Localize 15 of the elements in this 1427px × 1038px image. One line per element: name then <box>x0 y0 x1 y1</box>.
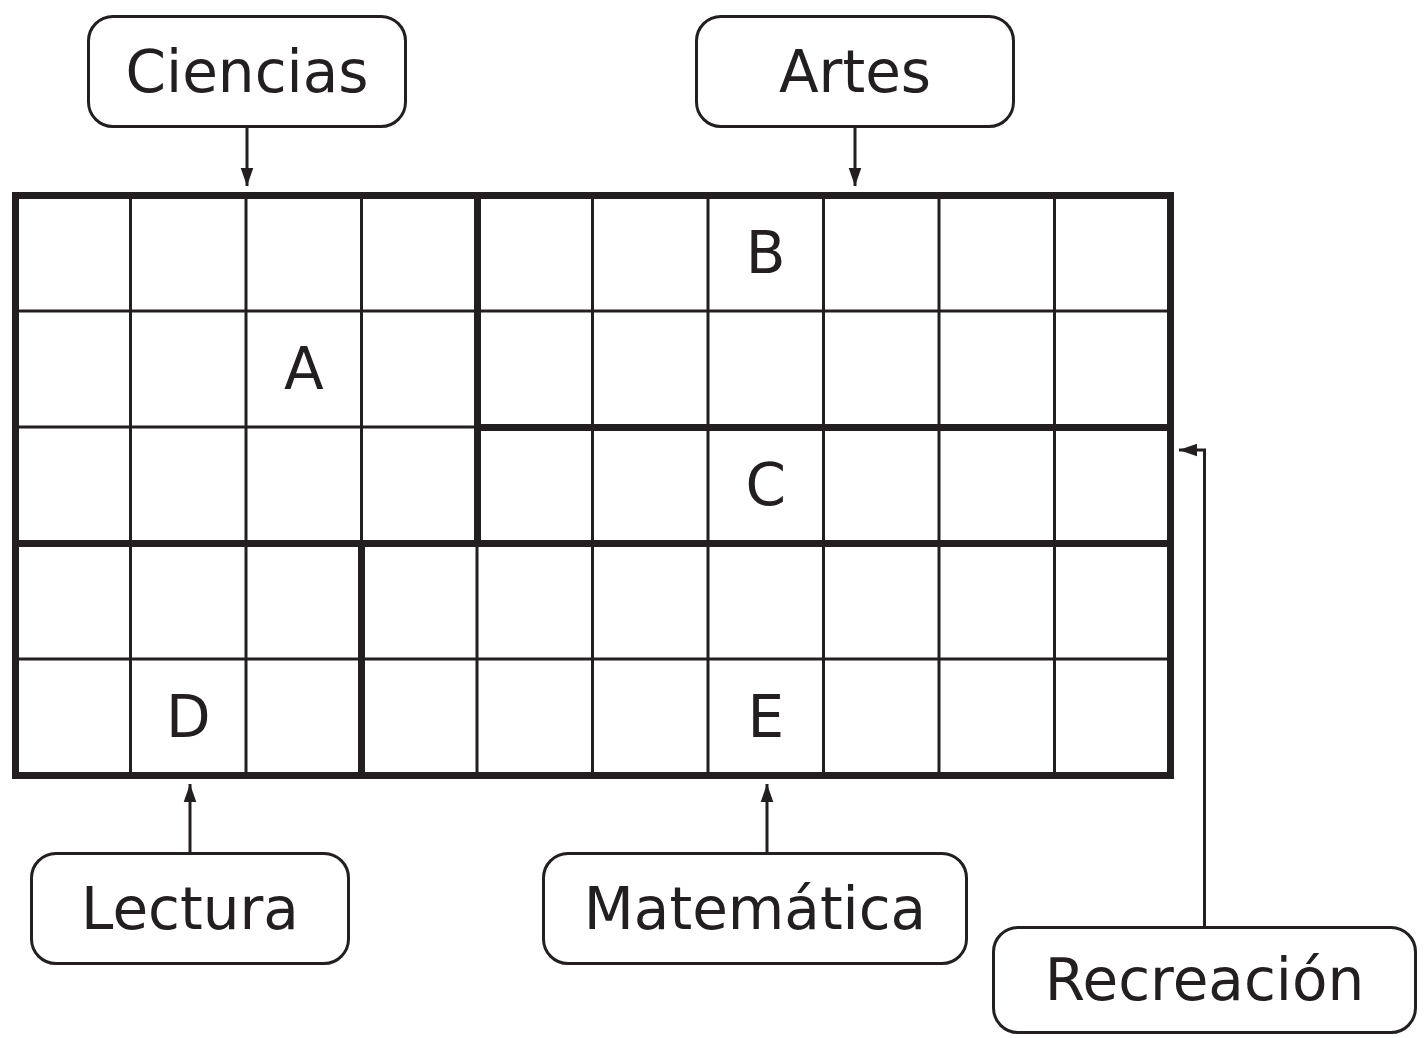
category-label: Recreación <box>992 926 1417 1034</box>
category-label: Lectura <box>30 852 350 965</box>
arrow <box>183 784 197 852</box>
arrow <box>848 128 862 186</box>
arrow <box>1179 443 1206 926</box>
category-label: Matemática <box>542 852 968 965</box>
region-letter: B <box>745 224 786 282</box>
region-letter: A <box>283 340 324 398</box>
category-label: Artes <box>695 15 1015 128</box>
region-letter: C <box>745 456 786 514</box>
region-letter: E <box>747 688 785 746</box>
region-letter: D <box>165 688 211 746</box>
arrow <box>240 128 254 186</box>
arrow <box>760 784 774 852</box>
category-label: Ciencias <box>87 15 407 128</box>
